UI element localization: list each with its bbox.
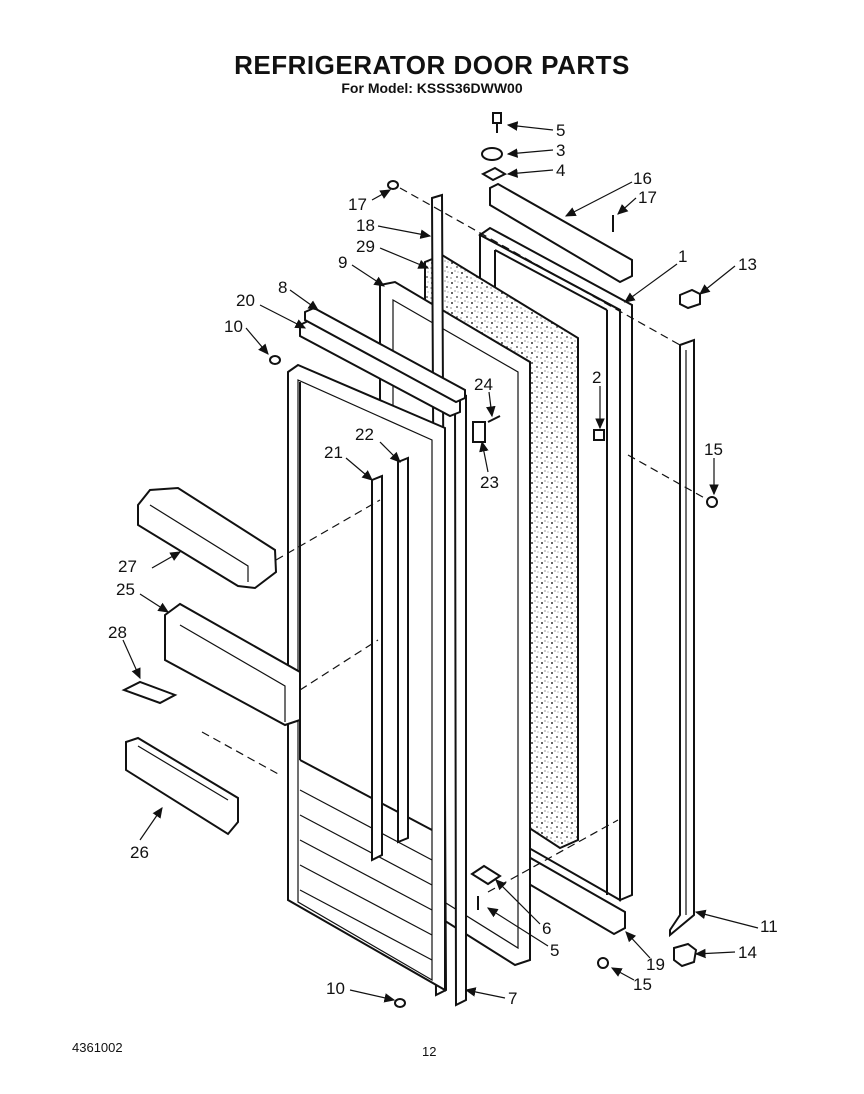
part-22-shelf-rail (397, 456, 409, 844)
part-15-screws (597, 496, 718, 969)
part-10-screws (269, 355, 406, 1008)
part-26-bin-front (125, 736, 239, 836)
callout-17-left: 17 (348, 195, 367, 214)
callout-6: 6 (542, 919, 551, 938)
callout-13: 13 (738, 255, 757, 274)
callout-1: 1 (678, 247, 687, 266)
part-28-bin-insert (121, 680, 178, 705)
callout-labels: 5 3 4 16 17 17 18 29 9 1 13 8 20 10 2 24… (108, 121, 778, 1008)
part-13-top-clip (679, 288, 701, 310)
callout-16: 16 (633, 169, 652, 188)
part-3-hinge-pin (481, 147, 503, 161)
callout-9: 9 (338, 253, 347, 272)
part-27-door-bin (137, 486, 278, 590)
callout-28: 28 (108, 623, 127, 642)
part-2-clip (593, 429, 605, 441)
callout-26: 26 (130, 843, 149, 862)
model-subtitle: For Model: KSSS36DWW00 (341, 80, 523, 96)
callout-18: 18 (356, 216, 375, 235)
callout-11: 11 (760, 917, 778, 936)
callout-27: 27 (118, 557, 137, 576)
part-6-bottom-hinge (470, 864, 502, 910)
page-number: 12 (422, 1044, 437, 1059)
callout-15-bottom: 15 (633, 975, 652, 994)
callout-14: 14 (738, 943, 757, 962)
callout-21: 21 (324, 443, 343, 462)
part-7-vertical-strip (453, 394, 467, 1007)
callout-20: 20 (236, 291, 255, 310)
callout-23: 23 (480, 473, 499, 492)
callout-29: 29 (356, 237, 375, 256)
callout-8: 8 (278, 278, 287, 297)
part-11-trim-strip (669, 338, 695, 938)
door-liner (287, 363, 446, 992)
callout-10-top: 10 (224, 317, 243, 336)
callout-24: 24 (474, 375, 493, 394)
callout-10-bottom: 10 (326, 979, 345, 998)
page-title: REFRIGERATOR DOOR PARTS (234, 50, 630, 80)
callout-15-right: 15 (704, 440, 723, 459)
part-21-shelf-rail (371, 474, 383, 862)
callout-4: 4 (556, 161, 565, 180)
callout-19: 19 (646, 955, 665, 974)
callout-17-right: 17 (638, 188, 657, 207)
part-17-screws (387, 180, 614, 232)
part-23-24-stop (472, 415, 501, 443)
callout-2: 2 (592, 368, 601, 387)
callout-3: 3 (556, 141, 565, 160)
part-16-top-bracket (489, 182, 633, 284)
callout-5-bottom: 5 (550, 941, 559, 960)
callout-7: 7 (508, 989, 517, 1008)
assembly-lines (201, 187, 709, 893)
part-25-door-bin (164, 602, 301, 727)
part-5-top-screw (492, 112, 502, 133)
callout-5-top: 5 (556, 121, 565, 140)
part-14-bottom-clip (673, 942, 698, 968)
document-number: 4361002 (72, 1040, 123, 1055)
callout-25: 25 (116, 580, 135, 599)
callout-leaders (122, 121, 759, 1003)
callout-22: 22 (355, 425, 374, 444)
part-4-hinge-plate (480, 166, 508, 182)
